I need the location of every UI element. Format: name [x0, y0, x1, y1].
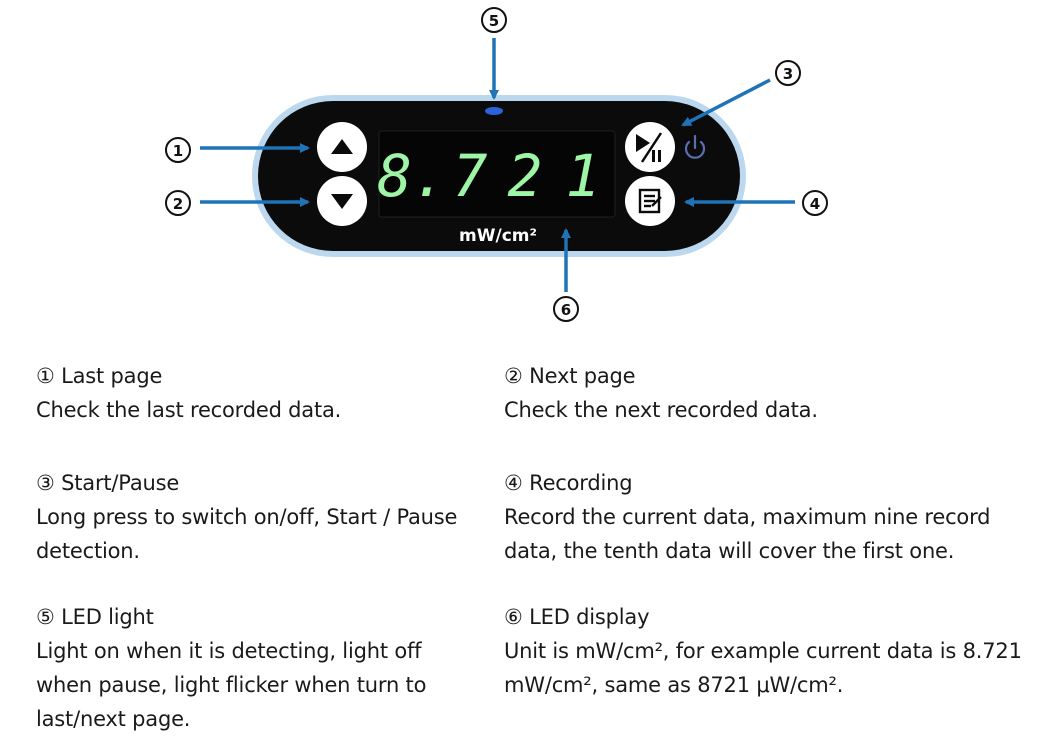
description-number: ⑤ — [36, 605, 55, 629]
svg-text:4: 4 — [810, 195, 820, 213]
callout-number-5: 5 — [481, 7, 507, 33]
svg-text:3: 3 — [783, 65, 793, 83]
description-title: ② Next page — [504, 359, 974, 393]
notepad-icon — [638, 188, 662, 214]
triangle-down-icon — [331, 194, 353, 209]
description-next-page: ② Next page Check the next recorded data… — [504, 359, 974, 427]
description-start-pause: ③ Start/Pause Long press to switch on/of… — [36, 466, 466, 568]
description-recording: ④ Recording Record the current data, max… — [504, 466, 1024, 568]
svg-text:5: 5 — [489, 12, 499, 30]
callout-number-4: 4 — [802, 190, 828, 216]
description-number: ④ — [504, 471, 523, 495]
description-body: Check the last recorded data. — [36, 398, 342, 422]
display-digit-4: 1 — [566, 142, 601, 210]
svg-text:1: 1 — [173, 142, 183, 160]
description-title: ⑥ LED display — [504, 600, 1024, 634]
description-title: ③ Start/Pause — [36, 466, 466, 500]
callout-arrow-3 — [681, 78, 771, 127]
callout-number-2: 2 — [165, 190, 191, 216]
description-led-light: ⑤ LED light Light on when it is detectin… — [36, 600, 476, 736]
description-number: ② — [504, 364, 523, 388]
description-body: Check the next recorded data. — [504, 398, 818, 422]
led-light — [485, 107, 503, 115]
description-number: ① — [36, 364, 55, 388]
callout-number-1: 1 — [165, 137, 191, 163]
description-title: ① Last page — [36, 359, 506, 393]
description-title-text: Next page — [529, 364, 636, 388]
description-led-display: ⑥ LED display Unit is mW/cm², for exampl… — [504, 600, 1024, 702]
description-body: Light on when it is detecting, light off… — [36, 639, 427, 731]
description-number: ③ — [36, 471, 55, 495]
description-body: Unit is mW/cm², for example current data… — [504, 639, 1022, 697]
display-digit-2: 7 — [453, 142, 488, 210]
description-body: Long press to switch on/off, Start / Pau… — [36, 505, 458, 563]
description-title-text: Recording — [529, 471, 633, 495]
description-number: ⑥ — [504, 605, 523, 629]
description-title-text: Start/Pause — [61, 471, 180, 495]
svg-text:2: 2 — [173, 195, 183, 213]
display-digit-3: 2 — [508, 142, 543, 210]
description-last-page: ① Last page Check the last recorded data… — [36, 359, 506, 427]
device-diagram: 8. 7 2 1 mW/cm² — [165, 7, 828, 322]
triangle-up-icon — [331, 139, 353, 154]
callout-number-3: 3 — [775, 60, 801, 86]
up-button[interactable] — [317, 122, 367, 172]
description-title-text: LED light — [61, 605, 154, 629]
callout-number-6: 6 — [553, 296, 579, 322]
power-icon — [684, 134, 706, 159]
record-button[interactable] — [625, 176, 675, 226]
down-button[interactable] — [317, 176, 367, 226]
description-title: ⑤ LED light — [36, 600, 476, 634]
play-pause-icon — [636, 132, 663, 163]
description-title: ④ Recording — [504, 466, 1024, 500]
display-screen — [378, 130, 616, 218]
description-title-text: Last page — [61, 364, 163, 388]
start-pause-button[interactable] — [625, 122, 675, 172]
unit-label: mW/cm² — [459, 226, 537, 246]
description-body: Record the current data, maximum nine re… — [504, 505, 991, 563]
svg-text:6: 6 — [561, 301, 571, 319]
display-digit-1: 8. — [377, 142, 447, 210]
description-title-text: LED display — [529, 605, 650, 629]
